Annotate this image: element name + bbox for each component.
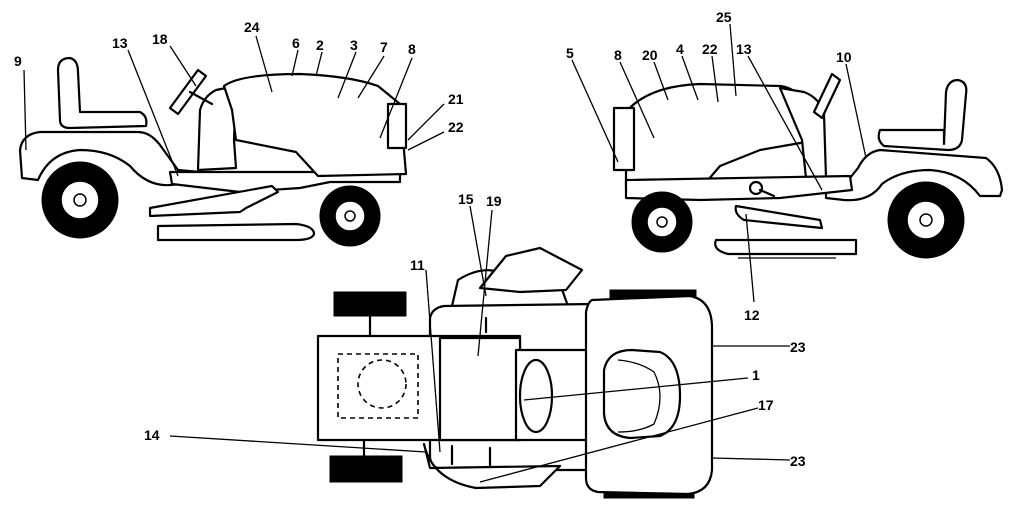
callout-13: 13 (736, 41, 752, 57)
callout-7: 7 (380, 39, 388, 55)
callout-2: 2 (316, 37, 324, 53)
steering-wheel-top (478, 246, 584, 294)
callout-19: 19 (486, 193, 502, 209)
callout-22: 22 (702, 41, 718, 57)
callout-24: 24 (244, 19, 260, 35)
callout-labels: 9 13 18 24 6 2 3 7 8 21 22 5 8 20 4 22 2… (14, 9, 852, 469)
deck-lift-arm-right (734, 204, 824, 230)
callout-23: 23 (790, 453, 806, 469)
callout-13: 13 (112, 35, 128, 51)
callout-10: 10 (836, 49, 852, 65)
mower-deck-right (714, 238, 858, 256)
rear-fender-right (824, 148, 1004, 202)
front-tire-bottom (329, 455, 403, 483)
callout-23: 23 (790, 339, 806, 355)
steering-wheel (168, 68, 208, 116)
callout-17: 17 (758, 397, 774, 413)
tractor-left-side-view (18, 56, 408, 247)
callout-6: 6 (292, 35, 300, 51)
callout-9: 9 (14, 53, 22, 69)
callout-5: 5 (566, 45, 574, 61)
engine-outline (337, 353, 419, 419)
seat (56, 56, 148, 130)
grille-right (612, 106, 636, 172)
callout-25: 25 (716, 9, 732, 25)
callout-11: 11 (410, 257, 425, 273)
callout-3: 3 (350, 37, 358, 53)
callout-15: 15 (458, 191, 474, 207)
front-tire-top (333, 291, 407, 317)
callout-22: 22 (448, 119, 464, 135)
callout-1: 1 (752, 367, 760, 383)
callout-8: 8 (614, 47, 622, 63)
steering-wheel-right (812, 72, 842, 120)
seat-top (602, 348, 682, 440)
front-block (438, 336, 522, 442)
callout-4: 4 (676, 41, 684, 57)
callout-18: 18 (152, 31, 168, 47)
rear-fender (18, 130, 202, 187)
callout-20: 20 (642, 47, 658, 63)
grille (386, 102, 408, 150)
lower-chute (422, 442, 562, 490)
hood-right (624, 82, 808, 188)
leader-lines (23, 23, 867, 483)
mower-deck (156, 222, 316, 242)
callout-12: 12 (744, 307, 760, 323)
seat-right (877, 78, 968, 152)
tractor-right-side-view (612, 72, 1004, 259)
tractor-top-view (316, 246, 714, 499)
callout-14: 14 (144, 427, 160, 443)
frame-right (624, 174, 854, 202)
deck-lift-arm (148, 184, 280, 218)
hood (222, 72, 408, 178)
callout-8: 8 (408, 41, 416, 57)
callout-21: 21 (448, 91, 464, 107)
